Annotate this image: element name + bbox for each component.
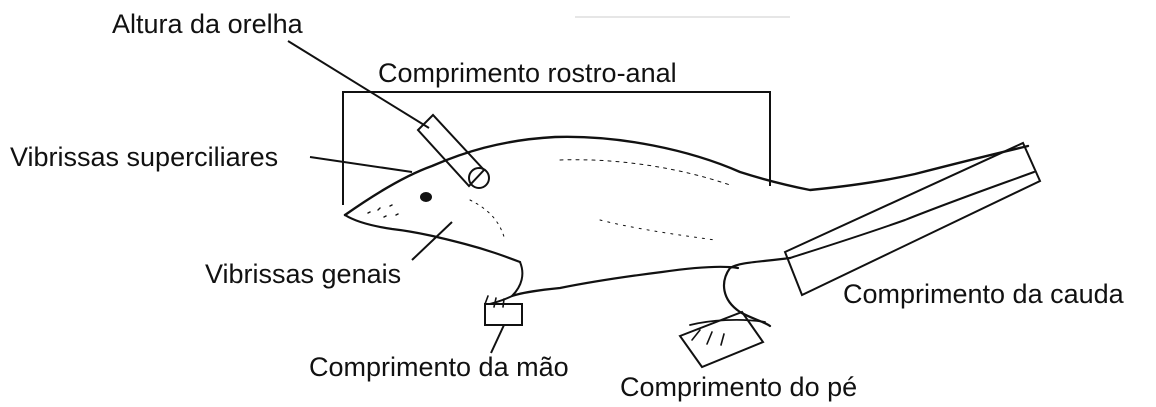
ear-height-label: Altura da orelha [112, 9, 304, 39]
ear [469, 168, 489, 188]
superciliary-vibrissae-label: Vibrissas superciliares [10, 142, 278, 172]
head-body-length-bracket [343, 92, 770, 205]
hand-length-label: Comprimento da mão [309, 352, 569, 382]
head-body-length-label: Comprimento rostro-anal [378, 58, 677, 88]
tail-length-label: Comprimento da cauda [843, 279, 1125, 309]
rodent-illustration [345, 137, 1034, 345]
hand-length-leader [491, 325, 504, 353]
superciliary-vibrissae-leader [310, 157, 412, 172]
genal-vibrissae-label: Vibrissas genais [205, 259, 401, 289]
foot-length-label: Comprimento do pé [620, 372, 857, 402]
genal-vibrissae-leader [412, 222, 452, 260]
eye [420, 192, 432, 202]
tail-length-bar [785, 143, 1040, 295]
